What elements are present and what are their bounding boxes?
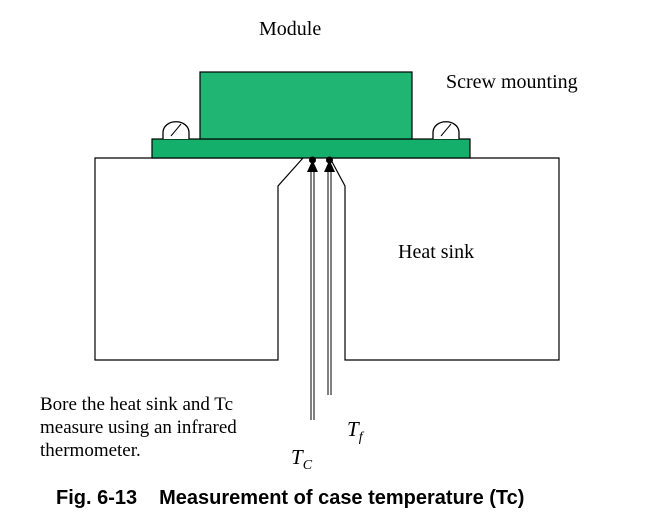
tf-symbol-sub: f [358, 430, 363, 446]
tc-symbol-main: T [291, 445, 303, 469]
figure-caption: Fig. 6-13 Measurement of case temperature… [56, 486, 524, 510]
heat-sink-label: Heat sink [398, 241, 475, 263]
module-body [199, 71, 413, 140]
thermocouple-tf-junction [326, 156, 333, 164]
note-line: Bore the heat sink and Tc [40, 394, 234, 415]
tc-symbol: TC [291, 446, 312, 477]
screw-slot-right [440, 123, 452, 137]
note-line: measure using an infrared [40, 417, 237, 438]
thermocouple-tc-tip [307, 160, 318, 172]
heat-sink-body [94, 157, 560, 361]
figure-caption-text: Measurement of case temperature (Tc) [159, 487, 525, 509]
screw-mounting-label: Screw mounting [446, 71, 578, 93]
thermocouple-tc-junction [309, 156, 316, 164]
screw-slot-left [170, 123, 182, 137]
figure-number: Fig. 6-13 [56, 487, 138, 509]
thermocouple-tf-tip [324, 160, 335, 172]
tf-symbol: Tf [347, 418, 363, 449]
note-line: thermometer. [40, 440, 141, 461]
tf-symbol-main: T [347, 417, 359, 441]
bore-instruction-note: Bore the heat sink and Tc measure using … [40, 393, 237, 462]
tc-symbol-sub: C [302, 458, 313, 474]
module-base-plate [151, 138, 471, 159]
module-label: Module [259, 18, 322, 40]
